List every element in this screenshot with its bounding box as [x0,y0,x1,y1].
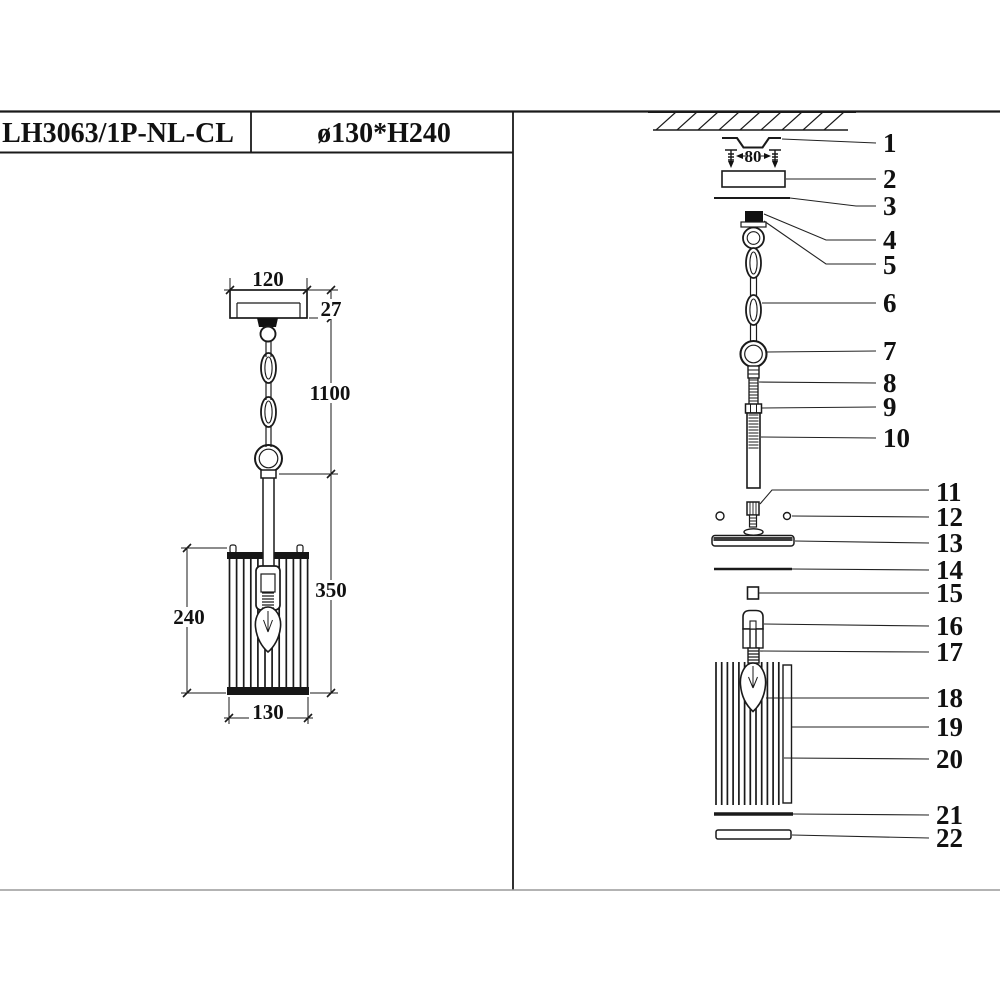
part-label-11: 11 [936,477,962,507]
screw-right [769,149,781,168]
left-canopy [229,289,308,343]
part-nut [744,403,763,414]
part-label-19: 19 [936,712,963,742]
part-bulb [739,662,767,713]
part-pipe [746,412,761,489]
part-spacer [746,586,760,600]
part-canopy [721,170,786,188]
part-label-1: 1 [883,128,897,158]
part-label-21: 21 [936,800,963,830]
dim-canopy-width: 120 [252,267,284,291]
part-bottom-plate [715,829,792,840]
part-label-4: 4 [883,225,897,255]
part-label-6: 6 [883,288,897,318]
part-label-16: 16 [936,611,963,641]
left-ring [254,444,283,473]
part-label-22: 22 [936,823,963,853]
dim-chain-length: 1100 [310,381,351,405]
part-connector-screw [746,501,760,528]
left-socket-bulb [254,565,282,654]
dim-screw-spacing: 80 [745,147,762,166]
dim-canopy-height: 27 [321,297,342,321]
part-numbers: 1 2 3 4 5 6 7 8 9 10 11 12 13 14 15 16 1… [883,128,963,853]
part-label-2: 2 [883,164,897,194]
part-label-10: 10 [883,423,910,453]
left-drawing: 120 27 1100 350 240 130 [170,267,354,724]
dim-shade-diameter: 130 [252,700,284,724]
ceiling-hatch [648,111,856,131]
part-label-13: 13 [936,528,963,558]
part-label-5: 5 [883,250,897,280]
part-top-plate [711,528,795,547]
part-crystal-rods [715,662,780,805]
part-label-12: 12 [936,502,963,532]
left-dimensions [170,278,354,724]
left-chain [260,341,277,447]
right-drawing: 80 [648,111,930,840]
part-side-screws [715,511,792,521]
part-label-7: 7 [883,336,897,366]
part-mounting-bracket [722,136,781,168]
part-threaded-rod [747,365,760,404]
part-label-17: 17 [936,637,963,667]
part-label-20: 20 [936,744,963,774]
part-ring [739,339,768,369]
part-label-3: 3 [883,191,897,221]
size-code: ø130*H240 [317,118,451,149]
part-nut-loop [740,211,767,250]
part-chain [745,247,762,342]
header-table [0,110,1000,891]
part-socket-cover [742,609,764,649]
screw-left [725,149,737,168]
part-label-18: 18 [936,683,963,713]
part-socket [747,647,760,664]
dim-fixture-height: 350 [315,578,347,602]
part-glass-cylinder [782,664,793,804]
model-code: LH3063/1P-NL-CL [2,118,234,149]
part-label-14: 14 [936,555,963,585]
left-stem [260,469,277,566]
part-label-8: 8 [883,368,897,398]
part-label-9: 9 [883,392,897,422]
leader-lines [758,138,930,839]
dim-shade-height: 240 [173,605,205,629]
part-label-15: 15 [936,578,963,608]
